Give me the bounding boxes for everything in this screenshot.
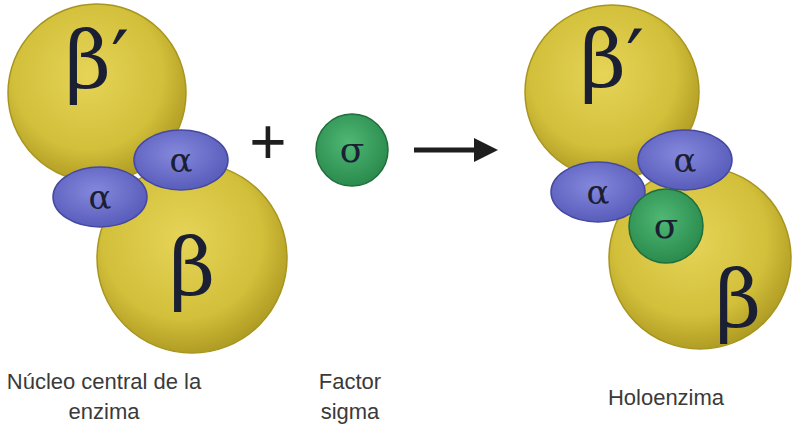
- caption-label: Holoenzima: [576, 383, 756, 413]
- caption-label: Factor sigma: [300, 367, 400, 426]
- plus-sign: +: [238, 110, 298, 174]
- subunit-letter: β′: [65, 21, 129, 101]
- alpha-subunit: α: [52, 166, 148, 228]
- subunit-letter: β′: [580, 20, 644, 100]
- caption-label: Núcleo central de la enzima: [0, 367, 209, 426]
- alpha-subunit: α: [637, 129, 733, 191]
- subunit-letter: β: [715, 260, 761, 340]
- subunit-letter: α: [170, 143, 193, 177]
- alpha-subunit: α: [133, 129, 229, 191]
- reaction-arrow: [414, 138, 498, 162]
- sigma-factor: σ: [315, 113, 389, 187]
- subunit-letter: β: [169, 228, 215, 308]
- subunit-letter: α: [587, 175, 610, 209]
- sigma-factor: σ: [628, 188, 704, 264]
- subunit-letter: α: [674, 143, 697, 177]
- subunit-letter: σ: [340, 132, 365, 168]
- subunit-letter: α: [89, 180, 112, 214]
- subunit-letter: σ: [654, 208, 679, 244]
